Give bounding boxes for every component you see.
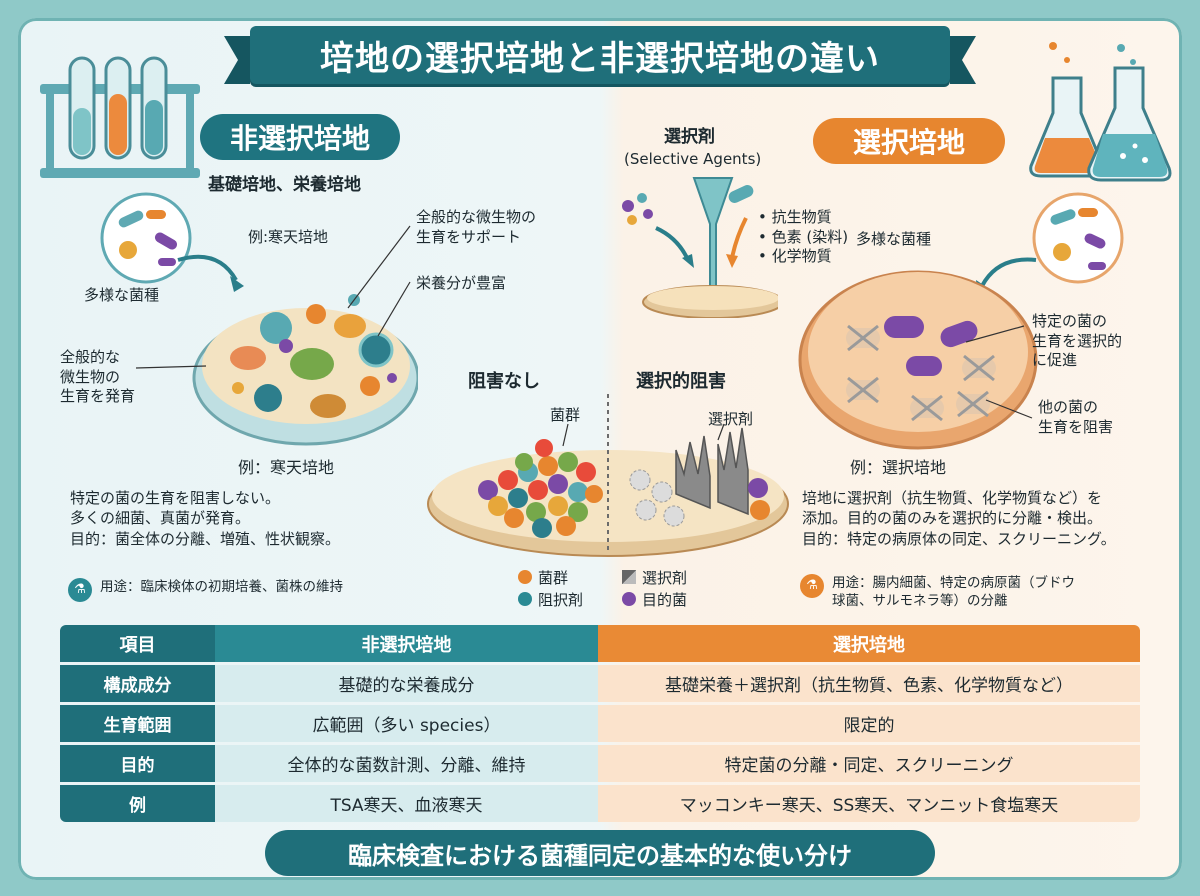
table-header: 選択培地 [598, 625, 1140, 662]
flask-icon: ⚗ [68, 578, 92, 602]
right-inhibit-label: 他の菌の 生育を阻害 [1038, 398, 1114, 436]
infographic-frame: 培地の選択培地と非選択培地の違い 非選択培地 基礎培地、栄養培地 選択培地 [18, 18, 1182, 880]
funnel-diagram [622, 177, 778, 318]
left-description: 特定の菌の生育を阻害しない。 多くの細菌、真菌が発育。 目的：菌全体の分離、増殖… [70, 489, 341, 548]
legend-target: 目的菌 [622, 588, 687, 610]
legend-2: 選択剤 目的菌 [622, 566, 687, 610]
legend-inhibited: 阻択剤 [518, 588, 583, 610]
inhibited-x-marks [846, 324, 996, 422]
table-cell: 全体的な菌数計測、分離、維持 [215, 745, 598, 782]
legend: 菌群 阻択剤 [518, 566, 583, 610]
left-diverse-label: 多様な菌種 [84, 286, 160, 304]
colony-cluster [478, 439, 603, 538]
inhibited-colonies [629, 469, 685, 527]
table-cell: 生育範囲 [60, 705, 215, 742]
table-cell: TSA寒天、血液寒天 [215, 785, 598, 822]
table-cell: 特定菌の分離・同定、スクリーニング [598, 745, 1140, 782]
table-row: 目的 全体的な菌数計測、分離、維持 特定菌の分離・同定、スクリーニング [60, 745, 1140, 782]
right-diverse-label: 多様な菌種 [856, 230, 932, 248]
table-cell: 基礎的な栄養成分 [215, 665, 598, 702]
non-selective-subtitle: 基礎培地、栄養培地 [208, 175, 361, 195]
left-example-bottom: 例：寒天培地 [238, 458, 335, 477]
table-cell: 目的 [60, 745, 215, 782]
table-cell: 広範囲（多い species） [215, 705, 598, 742]
agent-title-en: (Selective Agents) [624, 150, 762, 168]
table-header-row: 項目 非選択培地 選択培地 [60, 625, 1140, 662]
left-leader-lines [135, 225, 411, 369]
footer-banner: 臨床検査における菌種同定の基本的な使い分け [265, 830, 935, 876]
right-promote-label: 特定の菌の 生育を選択的 に促進 [1032, 312, 1123, 369]
no-inhibition-label: 阻害なし [468, 371, 540, 392]
table-cell: 構成成分 [60, 665, 215, 702]
right-example-bottom: 例：選択培地 [850, 458, 947, 477]
inhibition-plate-diagram [427, 394, 789, 557]
test-tubes-icon [40, 56, 200, 178]
selective-heading: 選択培地 [813, 118, 1005, 164]
colony-label: 菌群 [550, 406, 581, 424]
flasks-icon [1029, 42, 1172, 182]
left-growth-label: 全般的な 微生物の 生育を発育 [60, 348, 136, 405]
selective-agent-comb [675, 427, 749, 516]
table-cell: 基礎栄養＋選択剤（抗生物質、色素、化学物質など） [598, 665, 1140, 702]
table-row: 生育範囲 広範囲（多い species） 限定的 [60, 705, 1140, 742]
comparison-table: 項目 非選択培地 選択培地 構成成分 基礎的な栄養成分 基礎栄養＋選択剤（抗生物… [60, 622, 1140, 825]
agent-list: • 抗生物質 • 色素 (染料) • 化学物質 [758, 208, 849, 265]
table-cell: 限定的 [598, 705, 1140, 742]
right-use-row: ⚗ 用途：腸内細菌、特定の病原菌（ブドウ 球菌、サルモネラ等）の分離 [800, 574, 1075, 610]
purple-target-colonies [884, 316, 978, 376]
page-title: 培地の選択培地と非選択培地の違い [224, 26, 976, 84]
legend-agent: 選択剤 [622, 566, 687, 588]
left-example-top: 例:寒天培地 [248, 228, 329, 246]
table-cell: 例 [60, 785, 215, 822]
center-agent-label: 選択剤 [708, 410, 754, 428]
left-nutrient-label: 栄養分が豊富 [416, 274, 507, 292]
left-support-label: 全般的な微生物の 生育をサポート [416, 208, 537, 246]
agent-title: 選択剤 [664, 127, 715, 147]
non-selective-heading: 非選択培地 [200, 114, 400, 160]
table-cell: マッコンキー寒天、SS寒天、マンニット食塩寒天 [598, 785, 1140, 822]
table-row: 構成成分 基礎的な栄養成分 基礎栄養＋選択剤（抗生物質、色素、化学物質など） [60, 665, 1140, 702]
flask-icon: ⚗ [800, 574, 824, 598]
right-description: 培地に選択剤（抗生物質、化学物質など）を 添加。目的の菌のみを選択的に分離・検出… [802, 489, 1116, 548]
selective-inhibition-label: 選択的阻害 [636, 371, 726, 392]
left-use-row: ⚗ 用途：臨床検体の初期培養、菌株の維持 [68, 578, 343, 602]
non-selective-petri-diagram [100, 192, 418, 446]
table-header: 項目 [60, 625, 215, 662]
selective-petri-diagram [798, 192, 1124, 450]
table-header: 非選択培地 [215, 625, 598, 662]
legend-colony: 菌群 [518, 566, 583, 588]
table-row: 例 TSA寒天、血液寒天 マッコンキー寒天、SS寒天、マンニット食塩寒天 [60, 785, 1140, 822]
